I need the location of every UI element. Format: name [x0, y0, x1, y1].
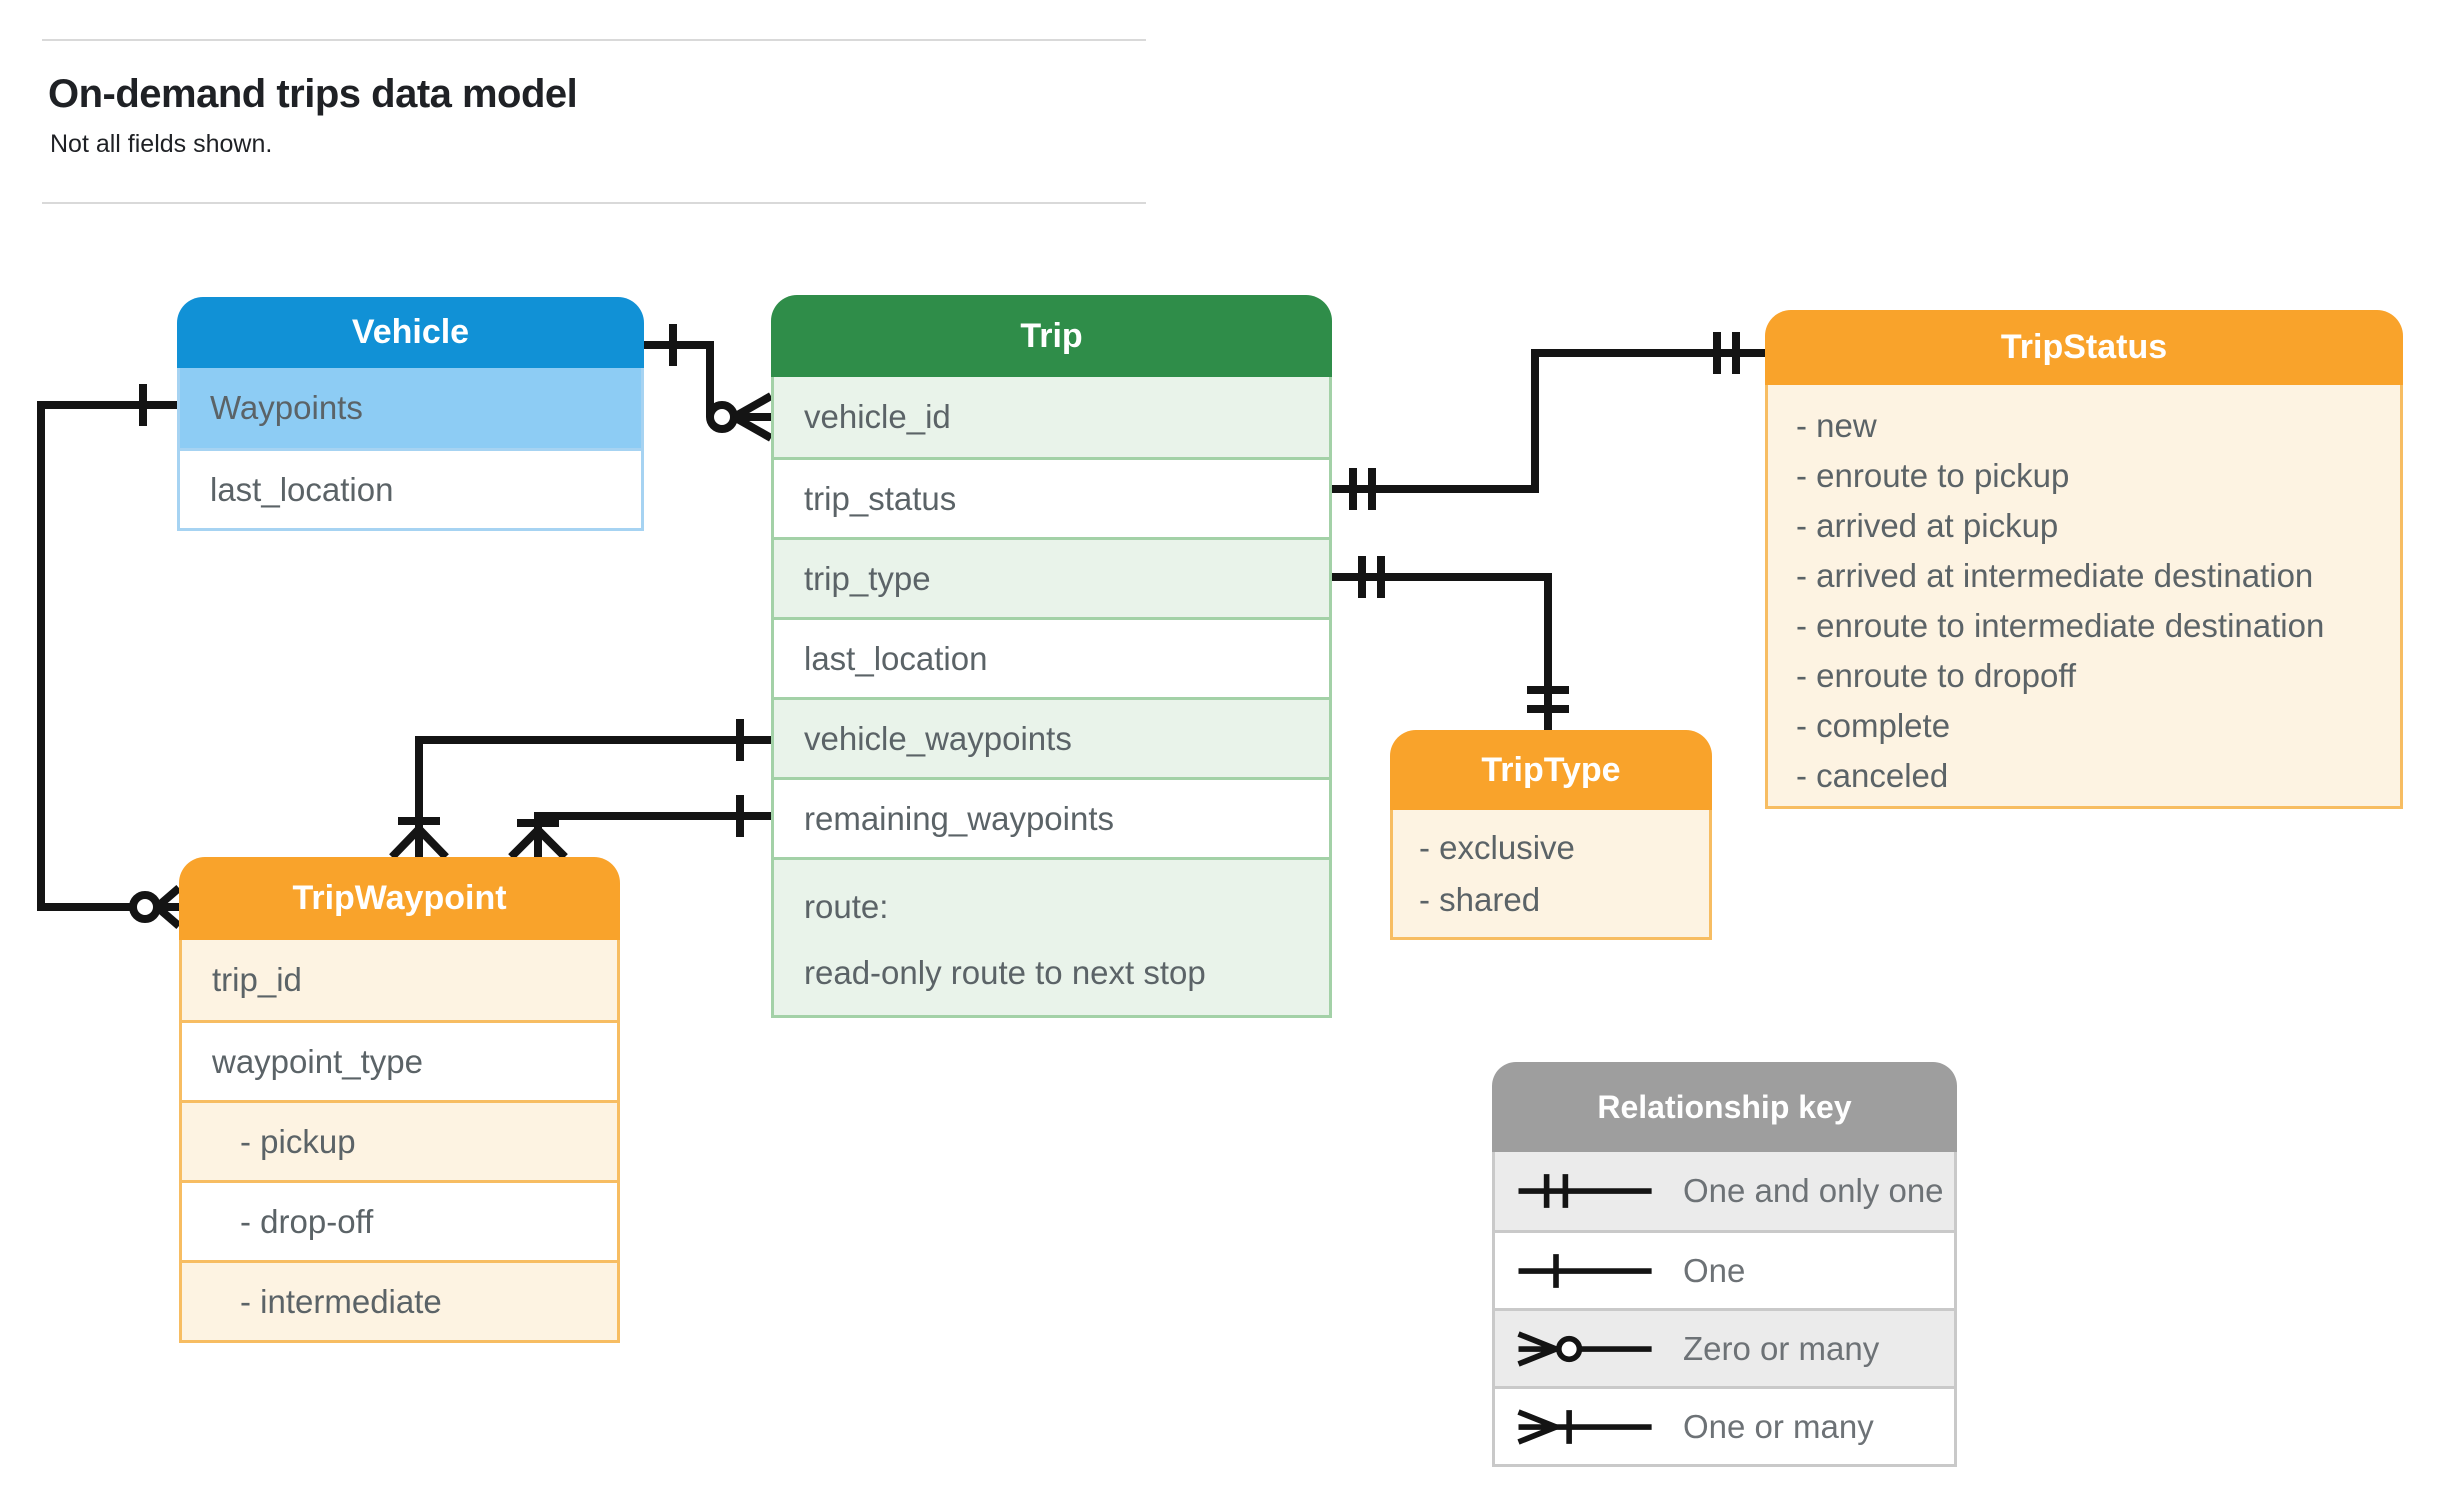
- connector-trip-triptype: [1332, 556, 1569, 730]
- tripstatus-item-complete: - complete: [1796, 707, 1951, 744]
- trip-row-trip-type: trip_type: [774, 537, 1329, 617]
- vehicle-table: Vehicle Waypoints last_location: [177, 297, 644, 531]
- triptype-table: TripType - exclusive - shared: [1390, 730, 1712, 940]
- tripstatus-item-new: - new: [1796, 407, 1877, 444]
- trip-table-header: Trip: [771, 295, 1332, 377]
- tripwaypoint-table-body: trip_id waypoint_type - pickup - drop-of…: [179, 940, 620, 1343]
- tripwaypoint-row-waypoint-type: waypoint_type: [182, 1020, 617, 1100]
- relationship-key: Relationship key One and only one One: [1492, 1062, 1957, 1467]
- one-or-many-icon: [1517, 1408, 1652, 1445]
- divider-bottom: [42, 202, 1146, 204]
- legend-row-zero-or-many: Zero or many: [1495, 1308, 1954, 1386]
- trip-table-body: vehicle_id trip_status trip_type last_lo…: [771, 377, 1332, 1018]
- tripstatus-item-canceled: - canceled: [1796, 757, 1949, 794]
- tripstatus-item-enroute-to-intermediate-destination: - enroute to intermediate destination: [1796, 607, 2325, 644]
- tripwaypoint-table: TripWaypoint trip_id waypoint_type - pic…: [179, 857, 620, 1343]
- trip-row-last-location: last_location: [774, 617, 1329, 697]
- triptype-item-shared: - shared: [1419, 881, 1541, 918]
- trip-route-label: route:: [804, 888, 889, 925]
- triptype-table-body: - exclusive - shared: [1390, 810, 1712, 940]
- trip-row-remaining-waypoints: remaining_waypoints: [774, 777, 1329, 857]
- one-and-only-one-icon: [1518, 1174, 1652, 1208]
- trip-row-vehicle-id: vehicle_id: [774, 377, 1329, 457]
- vehicle-table-body: Waypoints last_location: [177, 368, 644, 531]
- tripstatus-item-enroute-to-dropoff: - enroute to dropoff: [1796, 657, 2077, 694]
- legend-row-one-and-only-one: One and only one: [1495, 1152, 1954, 1230]
- connector-trip-tripstatus: [1332, 332, 1765, 510]
- page-title: On-demand trips data model: [48, 72, 578, 116]
- vehicle-row-last-location: last_location: [180, 448, 641, 528]
- trip-row-route: route: read-only route to next stop: [774, 857, 1329, 1015]
- tripwaypoint-enum-drop-off: - drop-off: [182, 1180, 617, 1260]
- legend-row-one: One: [1495, 1230, 1954, 1308]
- legend-label: Zero or many: [1683, 1329, 1880, 1367]
- tripstatus-item-enroute-to-pickup: - enroute to pickup: [1796, 457, 2070, 494]
- tripwaypoint-enum-pickup: - pickup: [182, 1100, 617, 1180]
- divider-top: [42, 39, 1146, 41]
- trip-row-vehicle-waypoints: vehicle_waypoints: [774, 697, 1329, 777]
- one-icon: [1518, 1253, 1652, 1288]
- connector-trip-tripwaypoint-vehicle-waypoints: [389, 719, 771, 860]
- zero-or-many-icon: [1517, 1330, 1652, 1367]
- trip-table: Trip vehicle_id trip_status trip_type la…: [771, 295, 1332, 1018]
- relationship-key-header: Relationship key: [1492, 1062, 1957, 1152]
- page-subtitle: Not all fields shown.: [50, 130, 273, 158]
- vehicle-table-header: Vehicle: [177, 297, 644, 368]
- tripstatus-item-arrived-at-intermediate-destination: - arrived at intermediate destination: [1796, 557, 2314, 594]
- tripstatus-table: TripStatus - new - enroute to pickup - a…: [1765, 310, 2403, 809]
- trip-route-description: read-only route to next stop: [804, 954, 1206, 991]
- trip-row-trip-status: trip_status: [774, 457, 1329, 537]
- tripwaypoint-enum-intermediate: - intermediate: [182, 1260, 617, 1340]
- relationship-key-body: One and only one One Zero or many: [1492, 1152, 1957, 1467]
- tripstatus-table-header: TripStatus: [1765, 310, 2403, 385]
- legend-row-one-or-many: One or many: [1495, 1386, 1954, 1464]
- legend-label: One and only one: [1683, 1172, 1944, 1209]
- tripwaypoint-table-header: TripWaypoint: [179, 857, 620, 940]
- connector-vehicle-tripwaypoint: [37, 384, 182, 930]
- connector-vehicle-trip: [644, 324, 773, 442]
- vehicle-row-waypoints: Waypoints: [180, 368, 641, 448]
- legend-label: One: [1683, 1251, 1746, 1289]
- triptype-table-header: TripType: [1390, 730, 1712, 810]
- triptype-item-exclusive: - exclusive: [1419, 829, 1575, 866]
- legend-label: One or many: [1683, 1407, 1874, 1445]
- tripstatus-table-body: - new - enroute to pickup - arrived at p…: [1765, 385, 2403, 809]
- tripwaypoint-row-trip-id: trip_id: [182, 940, 617, 1020]
- tripstatus-item-arrived-at-pickup: - arrived at pickup: [1796, 507, 2059, 544]
- connector-trip-tripwaypoint-remaining-waypoints: [508, 795, 771, 860]
